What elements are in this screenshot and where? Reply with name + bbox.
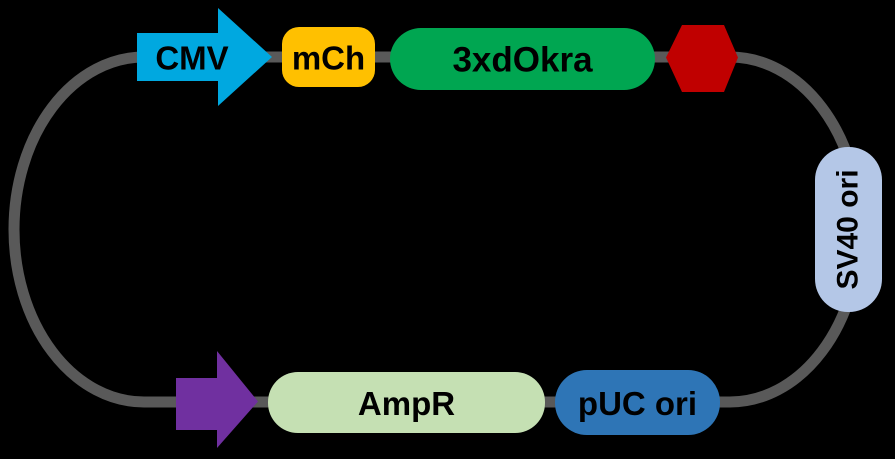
mch-cds-box — [282, 27, 375, 87]
feature-sv40-ori: SV40 ori — [815, 147, 882, 312]
puc-ori-label: pUC ori — [578, 385, 697, 422]
feature-cmv-promoter: CMV — [137, 8, 272, 106]
feature-puc-ori: pUC ori — [555, 370, 720, 435]
cmv-promoter-label: CMV — [155, 40, 228, 77]
plasmid-backbone — [8, 51, 866, 408]
sv40-ori-label: SV40 ori — [832, 169, 865, 289]
terminator-hexagon-icon — [666, 25, 738, 92]
ampr-gene-pill — [268, 372, 545, 433]
cmv-promoter-arrow — [137, 8, 272, 106]
3xdokra-cds-label: 3xdOkra — [452, 41, 593, 80]
sv40-ori-pill — [815, 147, 882, 312]
feature-ampr-gene: AmpR — [268, 372, 545, 433]
ampr-promoter-arrow-icon — [176, 351, 258, 448]
mch-cds-label: mCh — [292, 40, 365, 77]
feature-mch-cds: mCh — [282, 27, 375, 87]
feature-3xdokra-cds: 3xdOkra — [390, 28, 655, 90]
puc-ori-pill — [555, 370, 720, 435]
3xdokra-cds-pill — [390, 28, 655, 90]
ampr-gene-label: AmpR — [358, 385, 455, 422]
